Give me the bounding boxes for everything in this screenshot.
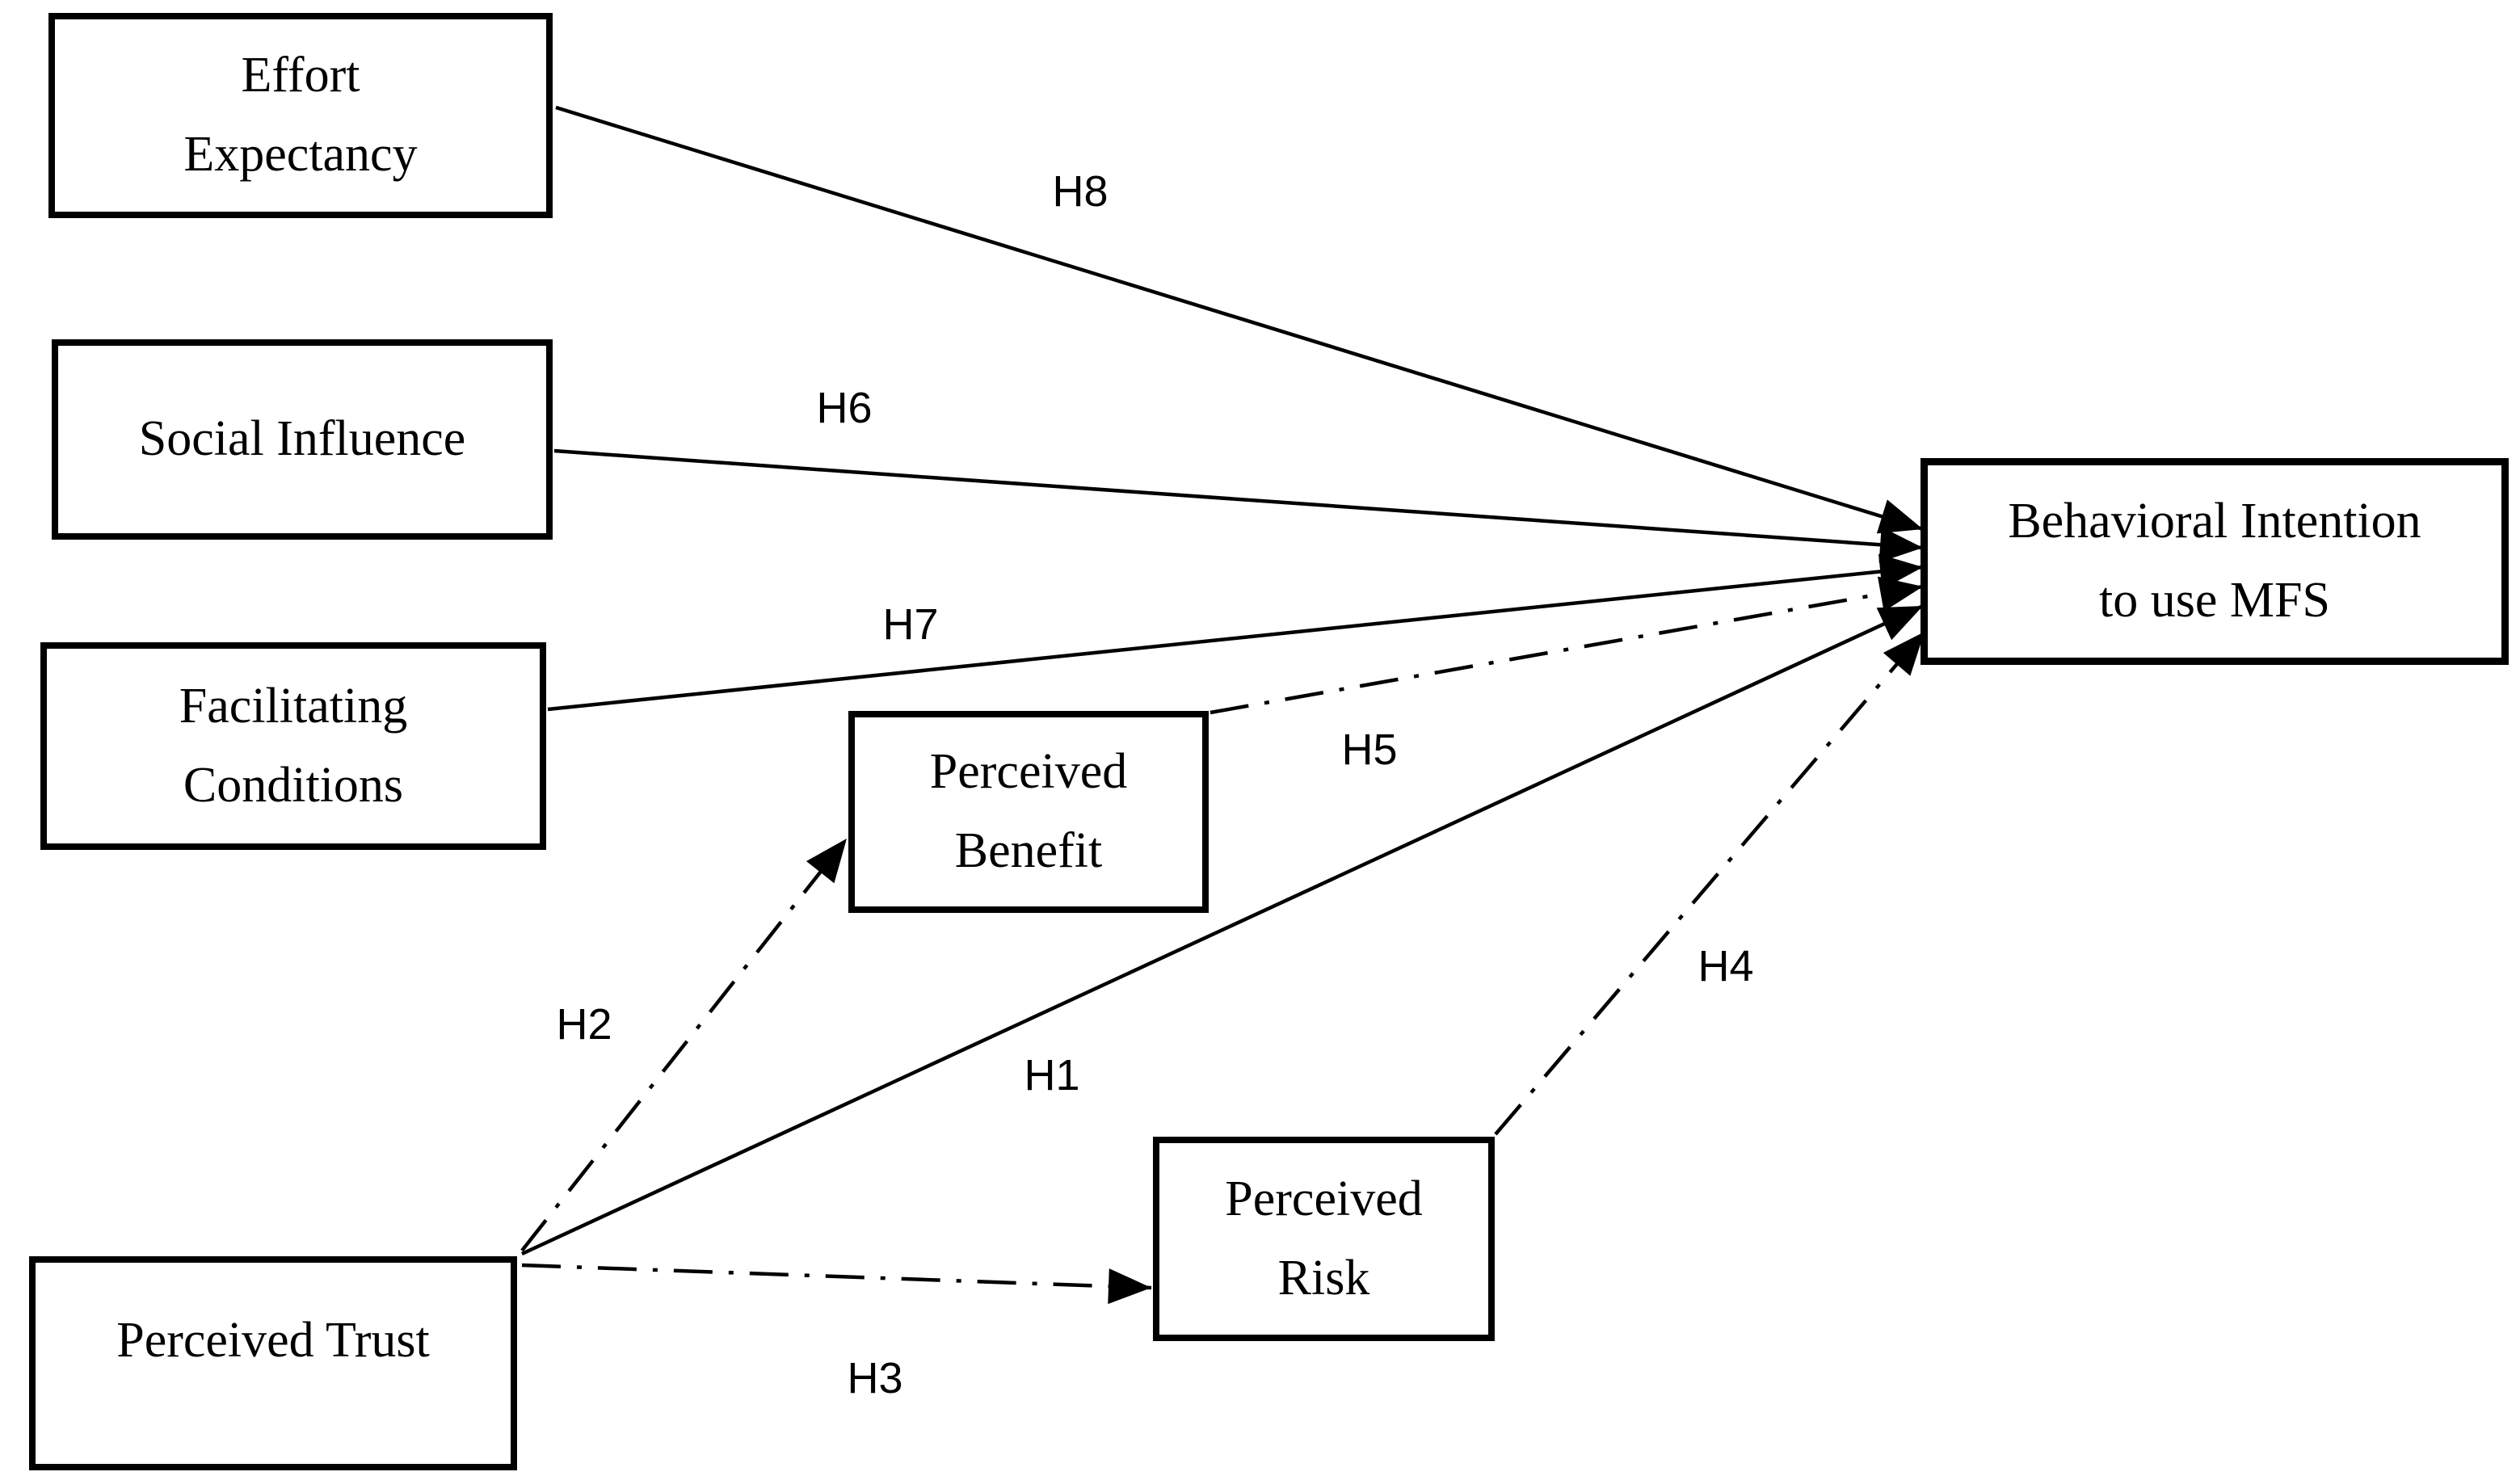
edge-h3-line bbox=[521, 1263, 1152, 1305]
node-label-line: Expectancy bbox=[183, 127, 418, 182]
node-facilitating-conditions: Facilitating Conditions bbox=[40, 642, 546, 850]
node-social-influence: Social Influence bbox=[52, 339, 553, 540]
edge-h3-label: H3 bbox=[847, 1354, 903, 1402]
node-perceived-benefit: Perceived Benefit bbox=[848, 711, 1209, 913]
edge-h6-label: H6 bbox=[816, 384, 873, 432]
edge-h4-line bbox=[1494, 630, 1926, 1136]
node-effort-expectancy: Effort Expectancy bbox=[48, 13, 553, 218]
edge-h1-line bbox=[521, 603, 1924, 1256]
edge-h8-line bbox=[555, 105, 1924, 534]
edge-h7-label: H7 bbox=[882, 600, 939, 649]
node-label-line: Social Influence bbox=[138, 411, 466, 467]
node-label-line: Effort bbox=[241, 48, 360, 103]
node-label-line: Facilitating bbox=[179, 678, 408, 734]
node-behavioral-intention: Behavioral Intention to use MFS bbox=[1921, 458, 2509, 665]
node-label-line: Perceived bbox=[1225, 1171, 1423, 1226]
edge-h7-line bbox=[547, 553, 1924, 712]
edge-h2-label: H2 bbox=[556, 1000, 612, 1049]
node-label-line: Conditions bbox=[183, 757, 404, 813]
node-label-line: Perceived Trust bbox=[116, 1313, 430, 1368]
node-perceived-risk: Perceived Risk bbox=[1153, 1137, 1495, 1341]
edge-h8-label: H8 bbox=[1052, 167, 1109, 216]
edge-h4-label: H4 bbox=[1698, 942, 1754, 990]
node-label-line: Behavioral Intention bbox=[2008, 494, 2421, 549]
edge-h6-line bbox=[553, 448, 1924, 563]
node-label-line: to use MFS bbox=[2099, 573, 2330, 628]
node-label-line: Risk bbox=[1277, 1250, 1370, 1306]
edge-h1-label: H1 bbox=[1024, 1051, 1080, 1100]
edge-h5-label: H5 bbox=[1341, 725, 1398, 774]
node-label-line: Perceived bbox=[929, 744, 1128, 800]
node-perceived-trust: Perceived Trust bbox=[29, 1256, 517, 1470]
edge-h2-line bbox=[520, 837, 848, 1252]
node-label-line: Benefit bbox=[954, 823, 1103, 878]
edge-h5-line bbox=[1210, 576, 1924, 715]
